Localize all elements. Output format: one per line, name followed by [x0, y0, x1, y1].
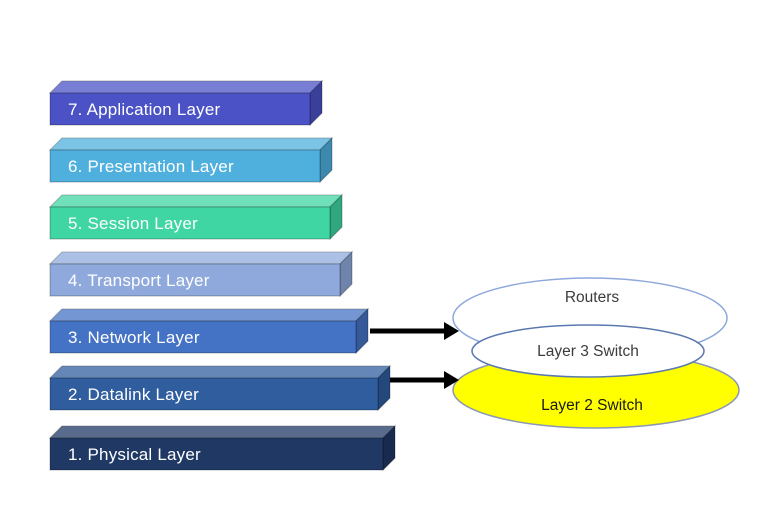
bar-front-face: [49, 437, 384, 471]
bar-top-face: [48, 425, 397, 439]
bar-top-face: [48, 80, 324, 94]
layer-label: 1. Physical Layer: [68, 445, 201, 464]
arrow-network-to-layer3-switch: [370, 322, 459, 340]
bar-front-face: [49, 320, 357, 354]
bar-top-face: [48, 308, 370, 322]
bar-front-face: [49, 206, 331, 240]
arrow-datalink-to-layer2-switch: [390, 371, 459, 389]
layer3-switch-label: Layer 3 Switch: [537, 343, 639, 360]
bar-front-face: [49, 149, 321, 183]
bar-top-face: [48, 365, 392, 379]
layer-bar-datalink: 2. Datalink Layer: [48, 364, 392, 412]
arrow-head-icon: [444, 322, 459, 340]
layer-label: 4. Transport Layer: [68, 271, 210, 290]
layer-label: 5. Session Layer: [68, 214, 198, 233]
layer-bar-physical: 1. Physical Layer: [48, 424, 397, 472]
bar-top-face: [48, 137, 334, 151]
layer-bar-application: 7. Application Layer: [48, 79, 324, 127]
bar-top-face: [48, 251, 354, 265]
routers-label: Routers: [565, 289, 620, 306]
bar-front-face: [49, 377, 379, 411]
bar-front-face: [49, 92, 311, 126]
layer-label: 2. Datalink Layer: [68, 385, 199, 404]
layer-label: 3. Network Layer: [68, 328, 200, 347]
layer2-switch-label: Layer 2 Switch: [541, 397, 643, 414]
arrow-head-icon: [444, 371, 459, 389]
layer3-switch-ellipse: [471, 324, 705, 378]
bar-top-face: [48, 194, 344, 208]
layer-label: 6. Presentation Layer: [68, 157, 234, 176]
bar-front-face: [49, 263, 341, 297]
layer-bar-session: 5. Session Layer: [48, 193, 344, 241]
layer-bar-transport: 4. Transport Layer: [48, 250, 354, 298]
layer-bar-network: 3. Network Layer: [48, 307, 370, 355]
layer-bar-presentation: 6. Presentation Layer: [48, 136, 334, 184]
layer-label: 7. Application Layer: [68, 100, 221, 119]
